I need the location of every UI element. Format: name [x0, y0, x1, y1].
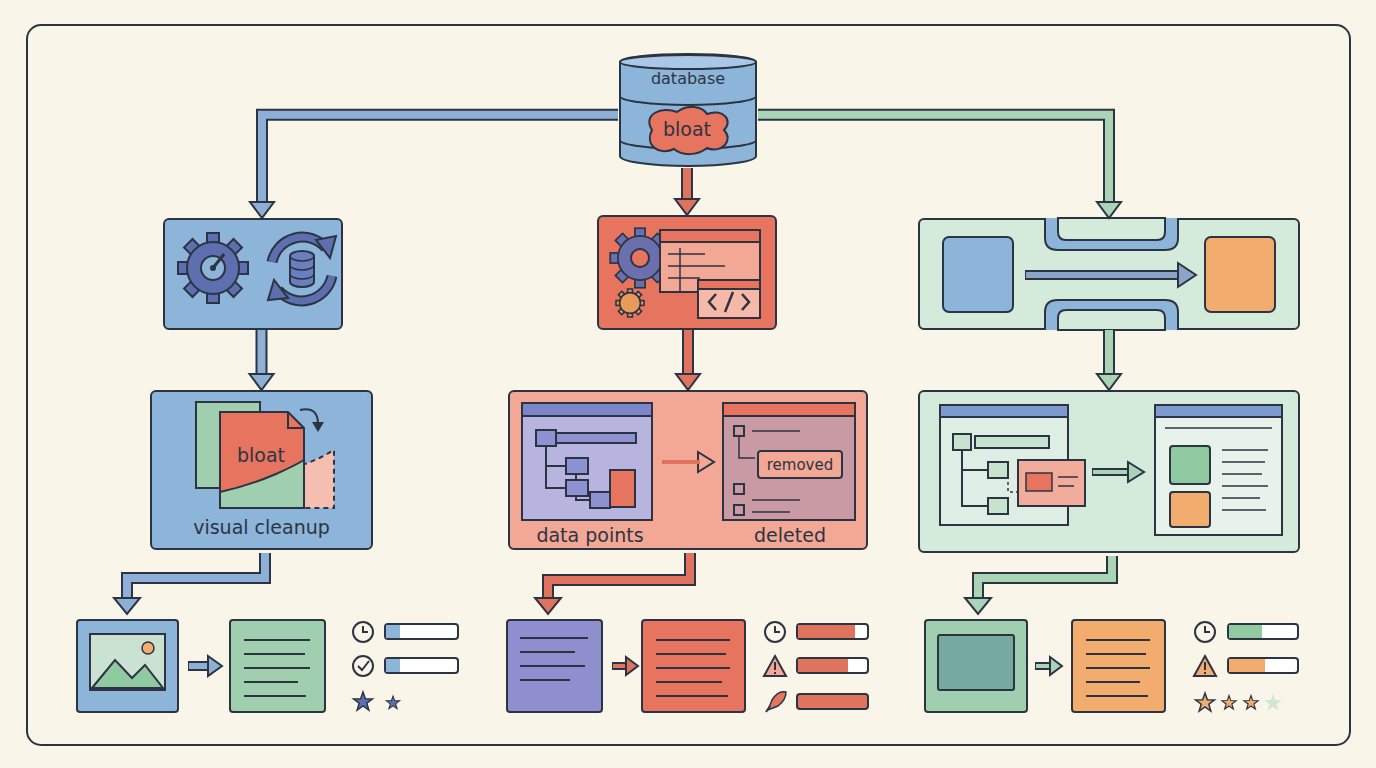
arrow-head: [1097, 202, 1121, 218]
target-window: [1155, 405, 1282, 535]
arrow-head: [1097, 374, 1121, 390]
process-box: [597, 215, 777, 330]
connector-outline: [1103, 330, 1115, 376]
connector-line: [684, 330, 692, 376]
arrow-head: [250, 202, 274, 218]
process-box: [918, 390, 1300, 553]
flow-arrow: [965, 556, 1112, 614]
node-label: database: [618, 69, 758, 88]
cleanup-box: visual cleanup bloat: [150, 390, 373, 550]
arrow-head: [250, 374, 274, 390]
flow-connector: [1097, 330, 1121, 390]
bloat-document: bloat: [218, 410, 336, 510]
connector-outline: [262, 115, 618, 204]
frame: [27, 25, 1350, 745]
flow-connector: [250, 115, 618, 218]
flow-connector: [758, 115, 1121, 218]
result-icons: [77, 620, 458, 712]
connector-line: [1105, 330, 1113, 376]
connector-outline: [256, 330, 268, 376]
arrow-head: [676, 374, 700, 390]
result-icons: [507, 620, 868, 712]
deletion-box: data points deleted removed: [508, 390, 868, 550]
flow-arrow: [1092, 462, 1144, 482]
flow-connector: [250, 330, 274, 390]
node-label: removed: [759, 456, 841, 474]
database-cylinder: database bloat: [618, 52, 758, 168]
connector-line: [258, 330, 266, 376]
arrow-head: [675, 199, 699, 215]
connector-line: [262, 115, 618, 204]
flow-arrow: [535, 553, 690, 614]
data-window: [522, 403, 652, 520]
node-label: visual cleanup: [152, 516, 371, 539]
removed-tag: removed: [757, 450, 843, 479]
node-label: bloat: [218, 444, 304, 467]
flow-connector: [675, 168, 699, 215]
node-label: data points: [510, 524, 670, 547]
gear-icon: [178, 233, 248, 303]
process-box: [163, 218, 343, 330]
flow-connector: [676, 330, 700, 390]
connector-outline: [681, 168, 693, 201]
sync-icon: [268, 236, 336, 301]
code-window: [660, 230, 760, 318]
migration-icon: [943, 218, 1275, 330]
connector-line: [683, 168, 691, 201]
deleted-window: [723, 403, 855, 520]
bloat-splat: bloat: [642, 104, 732, 156]
connector-outline: [758, 115, 1109, 204]
gear-icon: [610, 228, 670, 317]
flow-arrow: [662, 452, 714, 472]
connector-line: [758, 115, 1109, 204]
process-box: [918, 218, 1300, 330]
source-window: [940, 405, 1085, 525]
node-label: bloat: [642, 118, 732, 141]
page-icon: [196, 402, 324, 488]
flow-arrow: [114, 553, 265, 614]
result-icons: [925, 620, 1298, 712]
node-label: deleted: [710, 524, 870, 547]
connector-outline: [682, 330, 694, 376]
